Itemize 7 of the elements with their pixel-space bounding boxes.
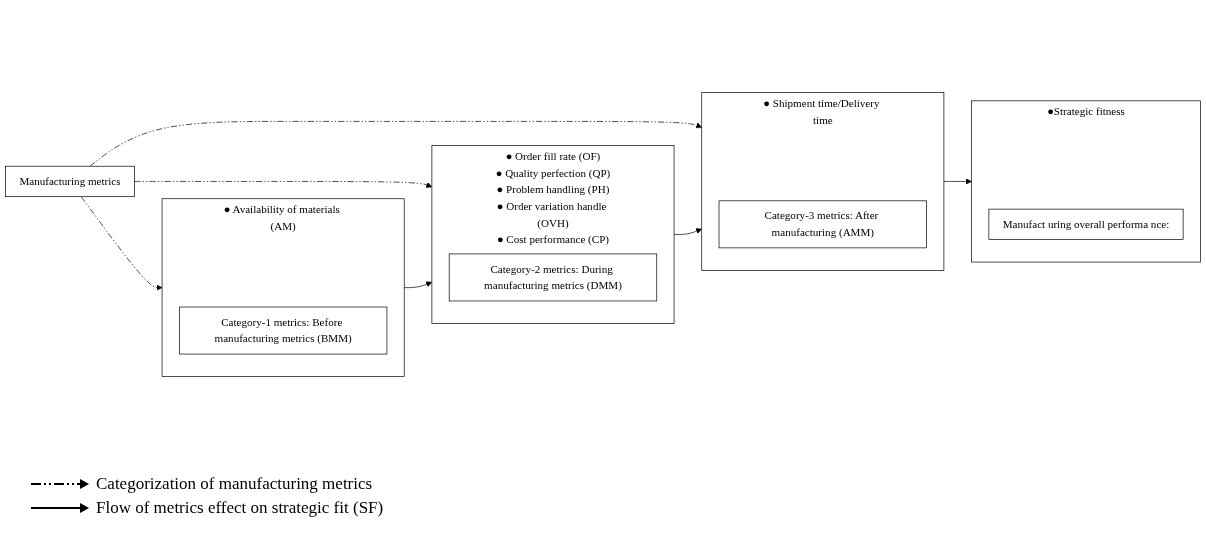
- node-box: Manufacturing metrics: [5, 166, 135, 198]
- node-box: Manufact uring overall performa nce:: [988, 209, 1184, 241]
- node-box: Category-1 metrics: Before manufacturing metrics (BMM): [179, 307, 388, 355]
- node-box: Category-2 metrics: During manufacturing metrics (DMM): [448, 254, 658, 302]
- legend-text: Categorization of manufacturing metrics: [96, 474, 373, 494]
- legend-text: Flow of metrics effect on strategic fit (SF): [96, 498, 384, 518]
- node-box: Category-3 metrics: After manufacturing (AMM): [718, 200, 927, 249]
